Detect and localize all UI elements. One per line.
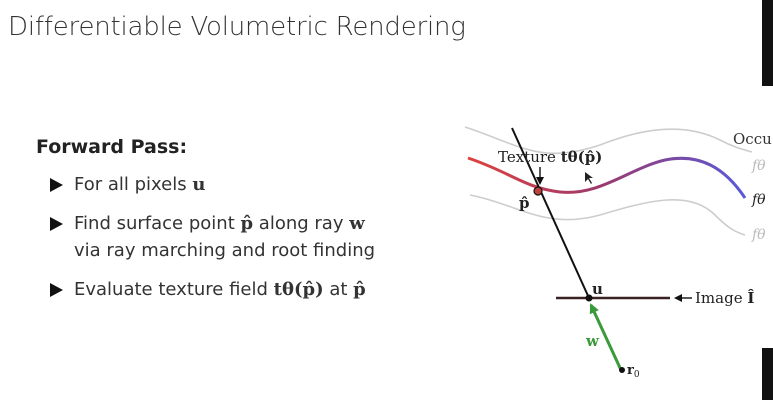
bullet-text: at bbox=[323, 279, 354, 300]
texture-label: Texture tθ(p̂) bbox=[498, 148, 602, 166]
bullet-text: For all pixels bbox=[74, 174, 193, 195]
bullet-text: Evaluate texture field bbox=[74, 279, 274, 300]
bullet-math: p̂ bbox=[240, 213, 254, 234]
bullet-triangle-icon bbox=[50, 178, 63, 192]
bullet-text-line2: via ray marching and root finding bbox=[74, 240, 376, 261]
level-set-label-outer: fθ bbox=[751, 158, 766, 174]
ray-origin-label: r0 bbox=[627, 363, 640, 380]
pixel-label: u bbox=[592, 280, 603, 298]
surface-point-label: p̂ bbox=[519, 194, 530, 212]
bullet-text: Find surface point bbox=[74, 213, 241, 234]
window-edge-bar bbox=[762, 0, 773, 400]
bullet-item: For all pixels u bbox=[50, 171, 375, 198]
level-set-label-surface: fθ bbox=[751, 192, 766, 208]
bullet-text: along ray bbox=[253, 213, 350, 234]
image-label: Image Î bbox=[695, 289, 754, 307]
window-edge-gap bbox=[762, 86, 773, 348]
pixel-point-marker bbox=[585, 294, 593, 302]
bullet-math: p̂ bbox=[353, 279, 366, 300]
ray-origin-marker bbox=[619, 367, 625, 373]
bullet-triangle-icon bbox=[50, 283, 63, 297]
level-set-label-inner: fθ bbox=[751, 227, 766, 243]
mouse-cursor-icon bbox=[585, 172, 593, 184]
bullet-item: Find surface point p̂ along ray w via ra… bbox=[50, 210, 375, 264]
bullet-list: For all pixels u Find surface point p̂ a… bbox=[50, 171, 375, 315]
bullet-math: w bbox=[349, 213, 365, 234]
bullet-math: u bbox=[192, 174, 206, 195]
bullet-item: Evaluate texture field tθ(p̂) at p̂ bbox=[50, 276, 375, 303]
surface-point-marker bbox=[533, 186, 543, 196]
occupancy-label: Occu bbox=[733, 130, 772, 148]
surface-curve bbox=[467, 156, 747, 199]
camera-ray-line bbox=[511, 127, 590, 299]
slide-title: Differentiable Volumetric Rendering bbox=[8, 12, 466, 42]
bullet-triangle-icon bbox=[50, 217, 63, 231]
ray-label: w bbox=[585, 332, 600, 350]
bullet-math: tθ(p̂) bbox=[273, 279, 324, 300]
section-heading: Forward Pass: bbox=[36, 136, 188, 158]
level-set-curve-inner bbox=[469, 194, 746, 236]
ray-direction-arrow bbox=[589, 303, 623, 371]
